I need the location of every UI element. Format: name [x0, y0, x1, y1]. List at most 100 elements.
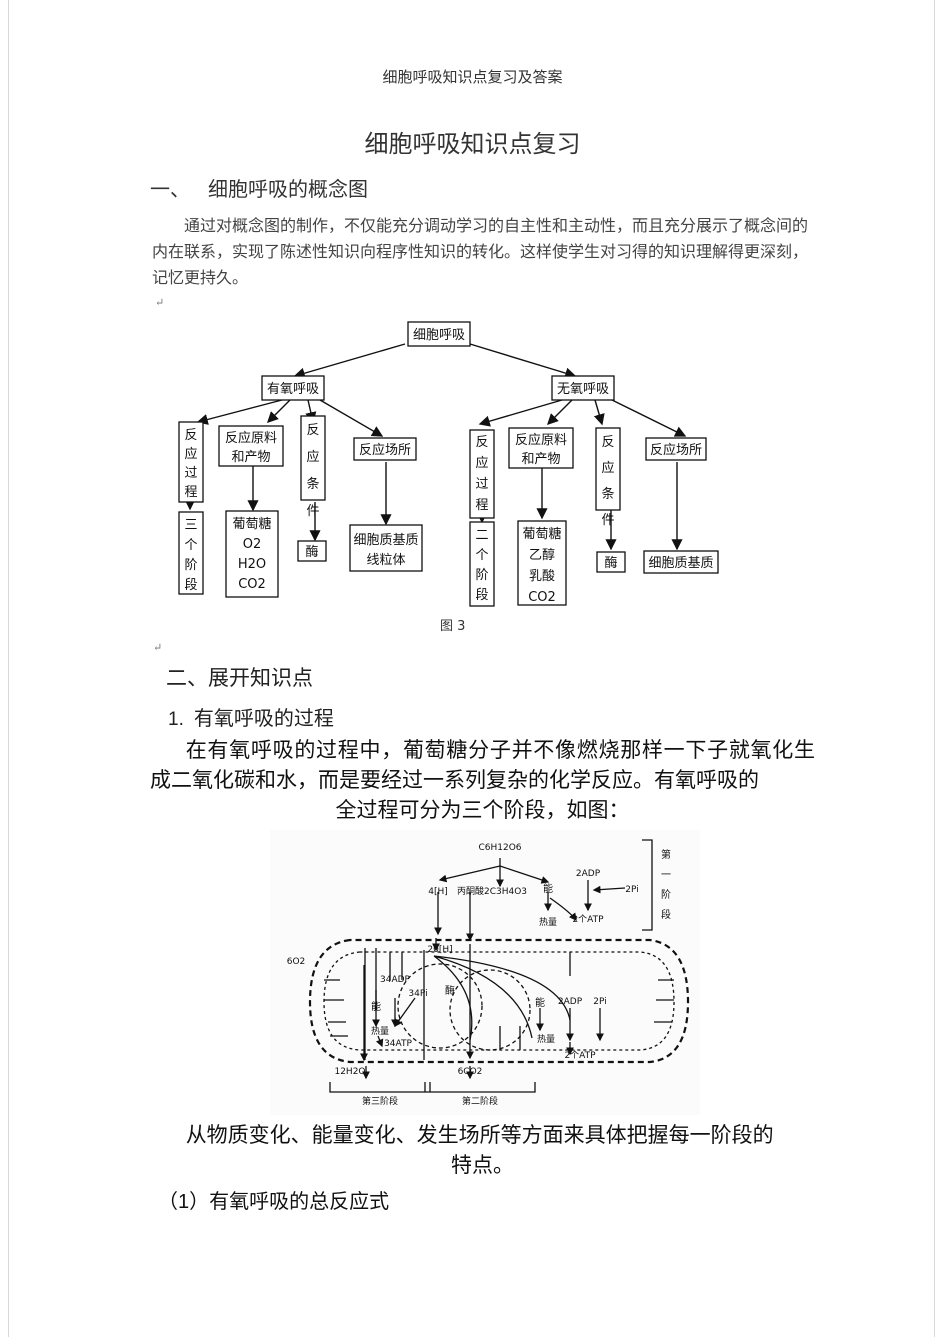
- map-aerobic-substances: H2O: [238, 557, 266, 572]
- diag-pyruvate: 丙酮酸2C3H4O3: [457, 886, 527, 897]
- map-aerobic-condition: 应: [306, 449, 319, 465]
- map-aerobic-sites: 线粒体: [366, 553, 405, 568]
- map-aerobic-condition: 条: [306, 476, 319, 492]
- map-anaerobic-stages: 阶: [475, 568, 488, 583]
- paragraph-mark: ↵: [153, 641, 163, 654]
- map-anaerobic-stages: 二: [475, 528, 488, 543]
- diag-pi2-2: 2Pi: [593, 997, 606, 1007]
- map-anaerobic-process: 反: [475, 435, 488, 450]
- diag-co2: 6CO2: [458, 1067, 483, 1077]
- map-anaerobic-materials: 反应原料: [515, 432, 567, 448]
- subsection-number: 1.: [168, 709, 184, 730]
- map-anaerobic: 无氧呼吸: [557, 382, 609, 397]
- concept-map: 细胞呼吸 有氧呼吸 无氧呼吸 反应过程反应原料和产物反应条件反应场所三个阶段葡萄…: [178, 321, 719, 634]
- map-anaerobic-substances: 乙醇: [529, 547, 555, 563]
- map-aerobic-sites: 细胞质基质: [353, 533, 418, 548]
- subsection-title: 有氧呼吸的过程: [193, 706, 334, 730]
- diag-h2o: 12H2O: [334, 1067, 365, 1077]
- map-anaerobic-substances: CO2: [528, 590, 556, 605]
- section-title: 细胞呼吸的概念图: [208, 177, 368, 201]
- map-aerobic-condition: 反: [306, 423, 319, 438]
- diag-stage1-char: 段: [661, 908, 671, 921]
- map-anaerobic-materials: 和产物: [521, 452, 560, 467]
- subsection-heading-1: 1. 有氧呼吸的过程: [168, 702, 334, 731]
- map-aerobic-process: 程: [184, 485, 197, 500]
- diag-stage1-char: 一: [661, 870, 671, 881]
- subsection-number: （1）: [158, 1191, 210, 1213]
- body-paragraph-1: 在有氧呼吸的过程中，葡萄糖分子并不像燃烧那样一下子就氧化生成二氧化碳和水，而是要…: [150, 735, 815, 825]
- subsection-heading-2: （1）有氧呼吸的总反应式: [158, 1185, 389, 1214]
- diag-pi2-1: 2Pi: [625, 885, 638, 895]
- map-aerobic-stages: 三: [184, 518, 197, 533]
- paragraph-text: 从物质变化、能量变化、发生场所等方面来具体把握每一阶段的: [185, 1123, 774, 1147]
- paragraph-last-line: 全过程可分为三个阶段，如图：: [335, 798, 630, 822]
- map-anaerobic-condition: 条: [601, 486, 614, 502]
- section-heading-1: 一、细胞呼吸的概念图: [150, 173, 368, 202]
- map-root: 细胞呼吸: [413, 328, 465, 343]
- paragraph-mark: ↵: [155, 296, 165, 309]
- page-header: 细胞呼吸知识点复习及答案: [382, 68, 563, 86]
- map-anaerobic-process: 应: [475, 455, 488, 471]
- diag-stage2: 第二阶段: [462, 1095, 498, 1107]
- page-edge-left: [8, 0, 9, 1337]
- subsection-title: 有氧呼吸的总反应式: [209, 1189, 390, 1213]
- map-aerobic-process: 应: [184, 446, 197, 462]
- map-aerobic-stages: 个: [184, 538, 197, 553]
- diag-h20: 20[H]: [427, 945, 452, 955]
- diag-stage1-char: 第: [661, 848, 671, 861]
- diag-energy-2: 能: [535, 996, 545, 1009]
- map-anaerobic-substances: 葡萄糖: [522, 526, 561, 542]
- diag-stage1-char: 阶: [661, 888, 671, 901]
- map-aerobic-site: 反应场所: [359, 442, 411, 458]
- map-anaerobic-stages: 段: [475, 588, 488, 603]
- map-anaerobic-enzyme: 酶: [604, 555, 617, 571]
- map-aerobic-substances: O2: [243, 537, 262, 552]
- map-anaerobic-site: 反应场所: [650, 442, 702, 458]
- map-anaerobic-condition: 应: [601, 460, 614, 476]
- map-aerobic-process: 反: [184, 428, 197, 443]
- map-aerobic-substances: 葡萄糖: [232, 516, 271, 532]
- page-title: 细胞呼吸知识点复习: [364, 130, 581, 158]
- page-edge-right: [934, 0, 935, 1337]
- diag-heat-2: 热量: [537, 1033, 555, 1045]
- diag-adp2-1: 2ADP: [576, 869, 601, 879]
- diag-heat-1: 热量: [539, 916, 557, 928]
- map-aerobic-process: 过: [184, 466, 197, 481]
- diag-h4: 4[H]: [428, 887, 448, 897]
- diag-stage3: 第三阶段: [362, 1095, 398, 1107]
- map-aerobic-stages: 段: [184, 578, 197, 593]
- paragraph-last-line: 特点。: [451, 1153, 514, 1177]
- diag-atp2-2: 2个ATP: [564, 1050, 596, 1061]
- diag-pi34: 34Pi: [408, 989, 427, 999]
- map-figure-caption: 图 3: [440, 619, 465, 634]
- section-heading-2: 二、展开知识点: [166, 666, 313, 690]
- diag-atp34: 34ATP: [384, 1039, 412, 1049]
- map-aerobic-materials: 和产物: [231, 450, 270, 465]
- diag-o2: 6O2: [287, 957, 306, 967]
- map-anaerobic-process: 过: [475, 477, 488, 492]
- map-anaerobic-stages: 个: [475, 548, 488, 563]
- diag-enzyme: 酶: [445, 984, 455, 997]
- map-anaerobic-process: 程: [475, 498, 488, 513]
- diag-glucose: C6H12O6: [478, 843, 521, 853]
- intro-paragraph: 通过对概念图的制作，不仅能充分调动学习的自主性和主动性，而且充分展示了概念间的内…: [152, 216, 809, 287]
- map-aerobic-enzyme: 酶: [305, 544, 318, 560]
- concept-map-texts: 反应过程反应原料和产物反应条件反应场所三个阶段葡萄糖O2H2OCO2酶细胞质基质…: [184, 423, 713, 605]
- map-aerobic-condition: 件: [306, 504, 319, 519]
- diag-heat-3: 热量: [371, 1025, 389, 1037]
- paragraph-text: 在有氧呼吸的过程中，葡萄糖分子并不像燃烧那样一下子就氧化生成二氧化碳和水，而是要…: [150, 738, 815, 792]
- map-anaerobic-condition: 反: [601, 435, 614, 450]
- map-anaerobic-sites: 细胞质基质: [648, 556, 713, 571]
- diag-atp2-1: 2个ATP: [572, 914, 604, 925]
- map-aerobic-substances: CO2: [238, 577, 266, 592]
- map-anaerobic-condition: 件: [601, 513, 614, 528]
- diag-adp2-2: 2ADP: [558, 997, 583, 1007]
- aerobic-respiration-diagram: C6H12O6 4[H] 丙酮酸2C3H4O3 能 热量 2ADP 2Pi 2个…: [270, 830, 700, 1115]
- body-paragraph-2: 从物质变化、能量变化、发生场所等方面来具体把握每一阶段的 特点。: [150, 1120, 815, 1180]
- diag-adp34: 34ADP: [380, 975, 411, 985]
- map-aerobic: 有氧呼吸: [267, 382, 319, 397]
- map-aerobic-materials: 反应原料: [225, 430, 277, 446]
- diag-energy-1: 能: [543, 882, 553, 895]
- map-aerobic-stages: 阶: [184, 558, 197, 573]
